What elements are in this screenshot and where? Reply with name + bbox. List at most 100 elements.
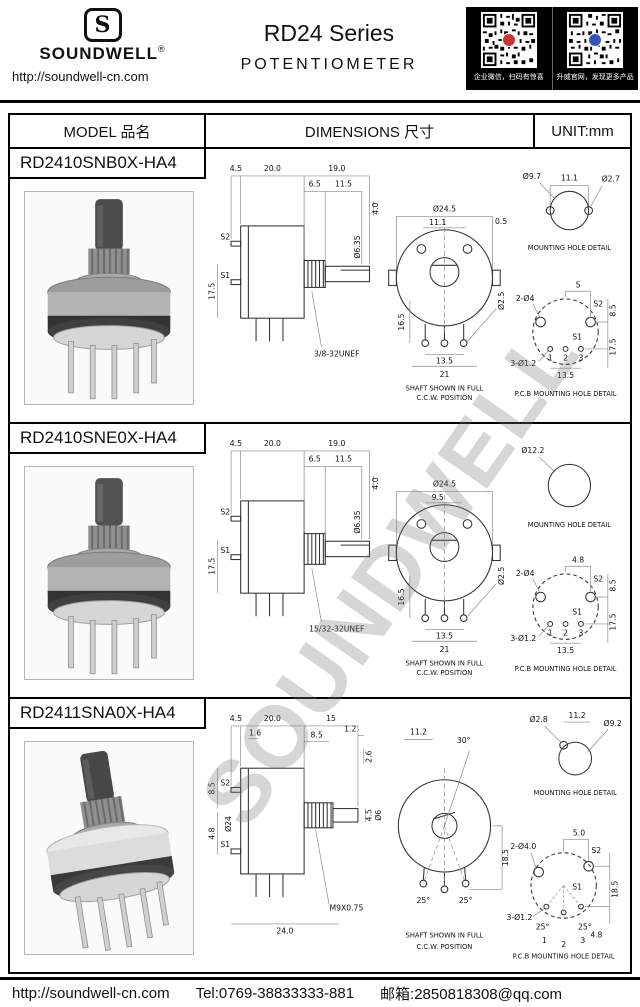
thread-label: M9X0.75 bbox=[329, 903, 363, 912]
front-view: Ø24.5 11.1 0.5 Ø2.5 16.5 13.5 21 SHAFT S… bbox=[388, 204, 507, 402]
drawing-caption: P.C.B MOUNTING HOLE DETAIL bbox=[515, 390, 617, 398]
dim-label: 4.0 bbox=[371, 202, 380, 214]
dim-label: 20.0 bbox=[264, 714, 281, 723]
terminal-label: S1 bbox=[572, 607, 582, 616]
dim-label: 1.6 bbox=[249, 729, 261, 738]
table-header-row: MODEL 品名 DIMENSIONS 尺寸 UNIT:mm bbox=[10, 115, 630, 149]
side-view: 4.5 20.0 19.0 6.5 11.5 4.0 Ø6.35 S2 S1 1… bbox=[208, 164, 380, 359]
column-header-unit: UNIT:mm bbox=[551, 122, 614, 140]
dim-label: Ø6.35 bbox=[353, 235, 362, 258]
qr-code-icon bbox=[567, 12, 624, 68]
drawing-caption: MOUNTING HOLE DETAIL bbox=[528, 521, 612, 529]
soundwell-logo-icon: S bbox=[83, 8, 122, 42]
dim-label: 24.0 bbox=[276, 927, 293, 936]
drawing-caption: C.C.W. POSITION bbox=[417, 669, 473, 677]
dim-label: Ø2.7 bbox=[602, 175, 620, 184]
front-view: 11.2 30° 25° 25° 18.5 SHAFT SHOWN IN FUL… bbox=[397, 728, 510, 951]
footer-website: http://soundwell-cn.com bbox=[12, 985, 170, 1002]
dim-label: 5.0 bbox=[573, 829, 585, 838]
dim-label: Ø2.5 bbox=[497, 292, 506, 310]
terminal-label: S1 bbox=[572, 882, 582, 891]
page-header: S SOUNDWELL® http://soundwell-cn.com RD2… bbox=[0, 0, 640, 98]
dim-label: 4.5 bbox=[230, 439, 242, 448]
product-photo bbox=[25, 468, 193, 678]
front-view: Ø24.5 9.5 Ø2.5 16.5 13.5 21 SHAFT SHOWN … bbox=[388, 479, 506, 677]
pin-number: 2 bbox=[563, 353, 568, 362]
dimension-drawing-svg: 4.5 20.0 19.0 6.5 11.5 4.0 Ø6.35 S2 S1 1… bbox=[208, 164, 620, 402]
dim-label: 20.0 bbox=[264, 164, 281, 173]
thread-label: 3/8-32UNEF bbox=[314, 350, 360, 359]
dim-label: 17.5 bbox=[609, 338, 618, 355]
dim-label: 4.5 bbox=[230, 164, 242, 173]
pcb-mounting-detail: 5.0 S2 2-Ø4.0 S1 3-Ø1.2 25° 25° 18.5 4.8… bbox=[506, 829, 619, 961]
angle-label: 25° bbox=[459, 896, 473, 905]
brand-name-text: SOUNDWELL bbox=[39, 44, 158, 63]
dim-label: 20.0 bbox=[264, 439, 281, 448]
dimension-drawing: 4.5 20.0 19.0 6.5 11.5 4.0 Ø6.35 S2 S1 1… bbox=[208, 150, 629, 421]
dim-label: Ø24 bbox=[224, 816, 233, 832]
dim-label: 3-Ø1.2 bbox=[506, 913, 532, 922]
dim-label: 8.5 bbox=[208, 782, 217, 794]
dim-label: 11.2 bbox=[410, 728, 427, 737]
drawing-caption: MOUNTING HOLE DETAIL bbox=[534, 789, 618, 797]
model-name: RD2410SNB0X-HA4 bbox=[10, 149, 206, 179]
pin-number: 2 bbox=[561, 940, 566, 949]
drawing-caption: MOUNTING HOLE DETAIL bbox=[528, 244, 612, 252]
dim-label: 4.5 bbox=[230, 714, 242, 723]
brand-website: http://soundwell-cn.com bbox=[12, 69, 149, 84]
dim-label: 9.5 bbox=[432, 493, 444, 502]
table-row: RD2410SNB0X-HA4 bbox=[10, 149, 630, 424]
dim-label: 11.5 bbox=[335, 179, 352, 188]
pin-number: 1 bbox=[548, 628, 553, 637]
qr-code-icon bbox=[480, 12, 537, 68]
dim-label: 2-Ø4.0 bbox=[510, 842, 536, 851]
dim-label: 21 bbox=[440, 370, 450, 379]
pcb-mounting-detail: 4.8 S2 8.5 17.5 2-Ø4 S1 3-Ø1.2 1 2 3 13.… bbox=[510, 555, 617, 673]
footer-tel: Tel:0769-38833333-881 bbox=[195, 985, 355, 1002]
dim-label: 13.5 bbox=[436, 356, 453, 365]
pin-number: 1 bbox=[548, 353, 553, 362]
dim-label: 21 bbox=[440, 645, 450, 654]
dim-label: 18.5 bbox=[501, 849, 510, 866]
dim-label: 15 bbox=[326, 714, 336, 723]
product-photo-frame bbox=[24, 466, 194, 680]
qr-panel: 企业微信，扫码有惊喜 bbox=[466, 7, 638, 90]
series-title: RD24 Series bbox=[263, 20, 395, 46]
dim-label: 0.5 bbox=[495, 217, 507, 226]
terminal-label: S1 bbox=[220, 840, 230, 849]
dim-label: Ø6.35 bbox=[353, 510, 362, 533]
column-header-dimensions: DIMENSIONS 尺寸 bbox=[206, 115, 535, 147]
pin-number: 2 bbox=[563, 628, 568, 637]
terminal-label: S2 bbox=[220, 779, 230, 788]
product-photo-frame bbox=[24, 741, 194, 955]
dimension-drawing: 4.5 20.0 19.0 6.5 11.5 4.0 Ø6.35 S2 S1 1… bbox=[208, 425, 629, 696]
pin-number: 3 bbox=[578, 628, 583, 637]
dim-label: 11.1 bbox=[429, 218, 446, 227]
dim-label: 3-Ø1.2 bbox=[510, 359, 536, 368]
terminal-label: S2 bbox=[220, 507, 230, 516]
dim-label: 16.5 bbox=[397, 588, 406, 605]
dim-label: 2.6 bbox=[364, 750, 373, 762]
title-block: RD24 Series POTENTIOMETER bbox=[200, 20, 458, 74]
dim-label: Ø9.7 bbox=[523, 172, 541, 181]
dim-label: 11.1 bbox=[561, 174, 578, 183]
page-footer: http://soundwell-cn.com Tel:0769-3883333… bbox=[0, 977, 640, 1007]
drawing-caption: SHAFT SHOWN IN FULL bbox=[406, 659, 484, 667]
model-name: RD2410SNE0X-HA4 bbox=[10, 424, 206, 454]
mounting-hole-detail: Ø9.7 11.1 Ø2.7 MOUNTING HOLE DETAIL bbox=[523, 172, 620, 252]
dim-label: 11.5 bbox=[335, 454, 352, 463]
series-subtitle: POTENTIOMETER bbox=[240, 56, 418, 73]
dim-label: 11.2 bbox=[569, 711, 586, 720]
dim-label: 16.5 bbox=[397, 313, 406, 330]
angle-label: 25° bbox=[536, 923, 550, 932]
terminal-label: S1 bbox=[572, 332, 582, 341]
mounting-hole-detail: Ø2.8 11.2 Ø9.2 MOUNTING HOLE DETAIL bbox=[530, 711, 622, 797]
dim-label: 8.5 bbox=[609, 579, 618, 591]
qr-item-website: 升威官网，发现更多产品 bbox=[551, 7, 639, 90]
dim-label: 3-Ø1.2 bbox=[510, 634, 536, 643]
dim-label: Ø12.2 bbox=[521, 446, 544, 455]
dim-label: Ø6 bbox=[374, 810, 383, 821]
qr-center-logo bbox=[588, 32, 603, 48]
spec-table: MODEL 品名 DIMENSIONS 尺寸 UNIT:mm RD2410SNB… bbox=[8, 113, 632, 974]
